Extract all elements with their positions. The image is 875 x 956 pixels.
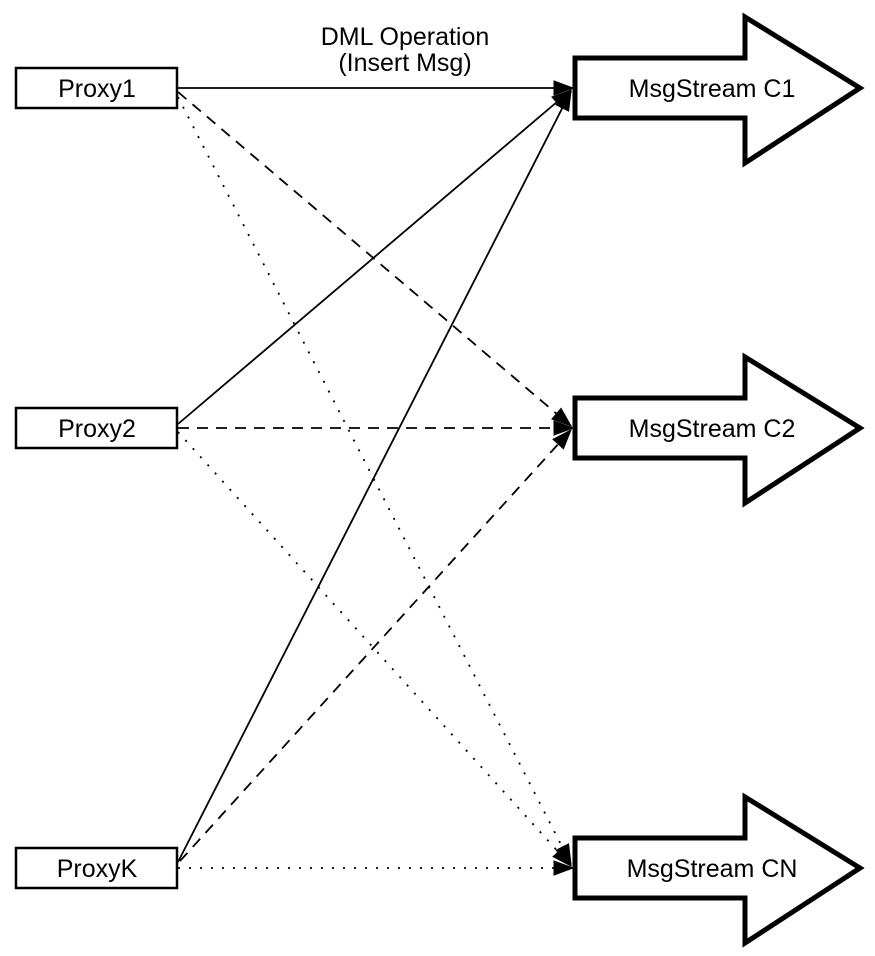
edge-proxy2-to-cn [177,431,572,868]
proxyk-node: ProxyK [14,846,179,890]
proxy1-node: Proxy1 [14,66,179,110]
edge-proxy1-to-cn [177,96,572,866]
edge-proxyk-to-c2 [179,428,572,862]
proxy1-label: Proxy1 [58,75,136,103]
proxy1-box [14,66,179,110]
msgstream-cn-label: MsgStream CN [627,855,798,883]
edge-group [177,80,575,876]
msgstream-c2-label: MsgStream C2 [629,415,796,443]
msgstream-c1-node: MsgStream C1 [572,12,865,168]
msgstream-cn-arrow [572,792,865,948]
edge-proxy2-to-c1 [177,89,573,425]
msgstream-c1-arrow [572,12,865,168]
proxyk-label: ProxyK [57,855,138,883]
edge-proxy1-to-c2 [177,91,573,427]
proxy2-label: Proxy2 [58,415,136,443]
msgstream-c2-node: MsgStream C2 [572,352,865,508]
proxyk-box [14,846,179,890]
edge-proxyk-to-c1 [177,89,572,863]
msgstream-c1-label: MsgStream C1 [629,75,796,103]
proxy2-box [14,406,179,450]
proxy2-node: Proxy2 [14,406,179,450]
diagram-annotation-line1: DML Operation [321,23,490,51]
msgstream-c2-arrow [572,352,865,508]
msgstream-cn-node: MsgStream CN [572,792,865,948]
diagram-annotation-line2: (Insert Msg) [338,49,471,77]
